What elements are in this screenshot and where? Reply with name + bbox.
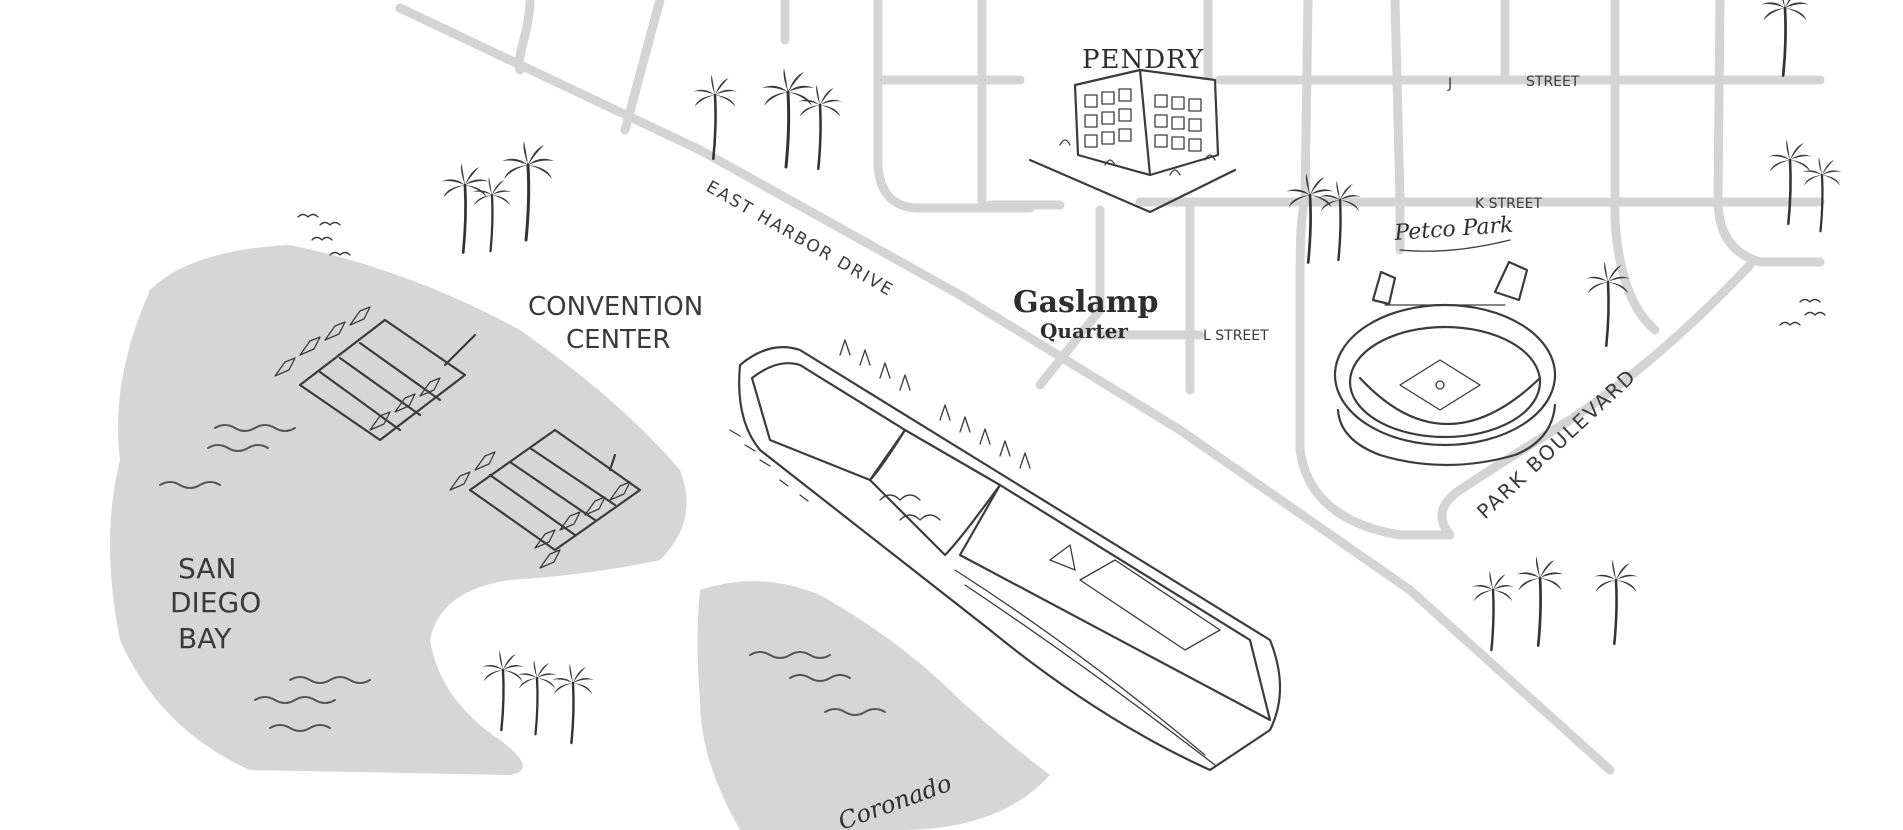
road-east-harbor-drive bbox=[395, 3, 1615, 775]
palm-tree-icon bbox=[551, 662, 595, 745]
palm-tree-icon bbox=[1592, 558, 1640, 646]
bird-icon bbox=[1804, 311, 1826, 316]
marina bbox=[298, 318, 642, 552]
street-grid bbox=[395, 0, 1825, 775]
road bbox=[1713, 0, 1825, 267]
boat-icon bbox=[324, 321, 346, 341]
boat-icon bbox=[534, 529, 556, 549]
road bbox=[1390, 0, 1405, 255]
boat-icon bbox=[394, 393, 416, 413]
boat-icon bbox=[369, 411, 391, 431]
palm-tree-icon bbox=[760, 66, 816, 169]
bird-icon bbox=[311, 236, 333, 241]
j-street-letter-label: J bbox=[1447, 76, 1452, 92]
water-waves bbox=[159, 424, 886, 732]
boat-icon bbox=[449, 471, 471, 491]
palm-tree-icon bbox=[500, 139, 556, 242]
boat-icon bbox=[609, 481, 631, 501]
convention-center-building-icon bbox=[729, 339, 1282, 772]
convention-center-label-line2: CENTER bbox=[566, 325, 670, 355]
road bbox=[514, 0, 535, 75]
petco-park-label: Petco Park bbox=[1393, 213, 1514, 246]
boat-icon bbox=[349, 306, 371, 326]
san-diego-bay-label-line3: BAY bbox=[178, 622, 232, 655]
convention-center-label-line1: CONVENTION bbox=[528, 292, 703, 322]
road-park-boulevard bbox=[1437, 260, 1755, 540]
pendry-hotel-building-icon: PENDRY bbox=[1028, 45, 1237, 214]
bird-icon bbox=[1779, 321, 1801, 326]
palm-tree-icon bbox=[1766, 138, 1814, 226]
san-diego-bay-water bbox=[110, 245, 1050, 830]
palm-tree-icon bbox=[1285, 172, 1335, 264]
pendry-label: PENDRY bbox=[1082, 45, 1204, 75]
road bbox=[873, 0, 1035, 213]
boat-icon bbox=[539, 549, 561, 569]
road bbox=[1295, 0, 1455, 540]
boat-icon bbox=[559, 511, 581, 531]
gaslamp-quarter-label-line2: Quarter bbox=[1040, 319, 1128, 343]
boat-icon bbox=[474, 451, 496, 471]
bird-icon bbox=[319, 221, 341, 226]
k-street-label: K STREET bbox=[1475, 196, 1542, 212]
bird-icon bbox=[1799, 298, 1821, 303]
san-diego-bay-label-line1: SAN bbox=[178, 552, 236, 585]
petco-park-stadium-icon: Petco Park bbox=[1333, 213, 1557, 467]
boats bbox=[274, 306, 631, 569]
boat-icon bbox=[584, 496, 606, 516]
l-street-label: L STREET bbox=[1203, 328, 1269, 344]
boat-icon bbox=[419, 377, 441, 397]
birds bbox=[297, 213, 1826, 326]
bird-icon bbox=[329, 251, 351, 256]
palm-tree-icon bbox=[516, 658, 558, 736]
j-street-label: STREET bbox=[1526, 74, 1580, 90]
palm-tree-icon bbox=[440, 162, 490, 254]
bird-icon bbox=[297, 213, 319, 218]
palm-tree-icon bbox=[481, 649, 525, 732]
san-diego-bay-label-line2: DIEGO bbox=[170, 586, 261, 619]
palm-tree-icon bbox=[1515, 555, 1565, 647]
palm-tree-icon bbox=[1760, 0, 1810, 77]
palm-tree-icon bbox=[471, 175, 513, 253]
palm-tree-icon bbox=[1470, 569, 1516, 652]
palm-tree-icon bbox=[1317, 179, 1363, 262]
road bbox=[620, 0, 665, 135]
road bbox=[1035, 205, 1105, 390]
boat-icon bbox=[274, 357, 296, 377]
gaslamp-quarter-label-line1: Gaslamp bbox=[1013, 285, 1159, 320]
road bbox=[1610, 0, 1660, 335]
boat-icon bbox=[299, 336, 321, 356]
